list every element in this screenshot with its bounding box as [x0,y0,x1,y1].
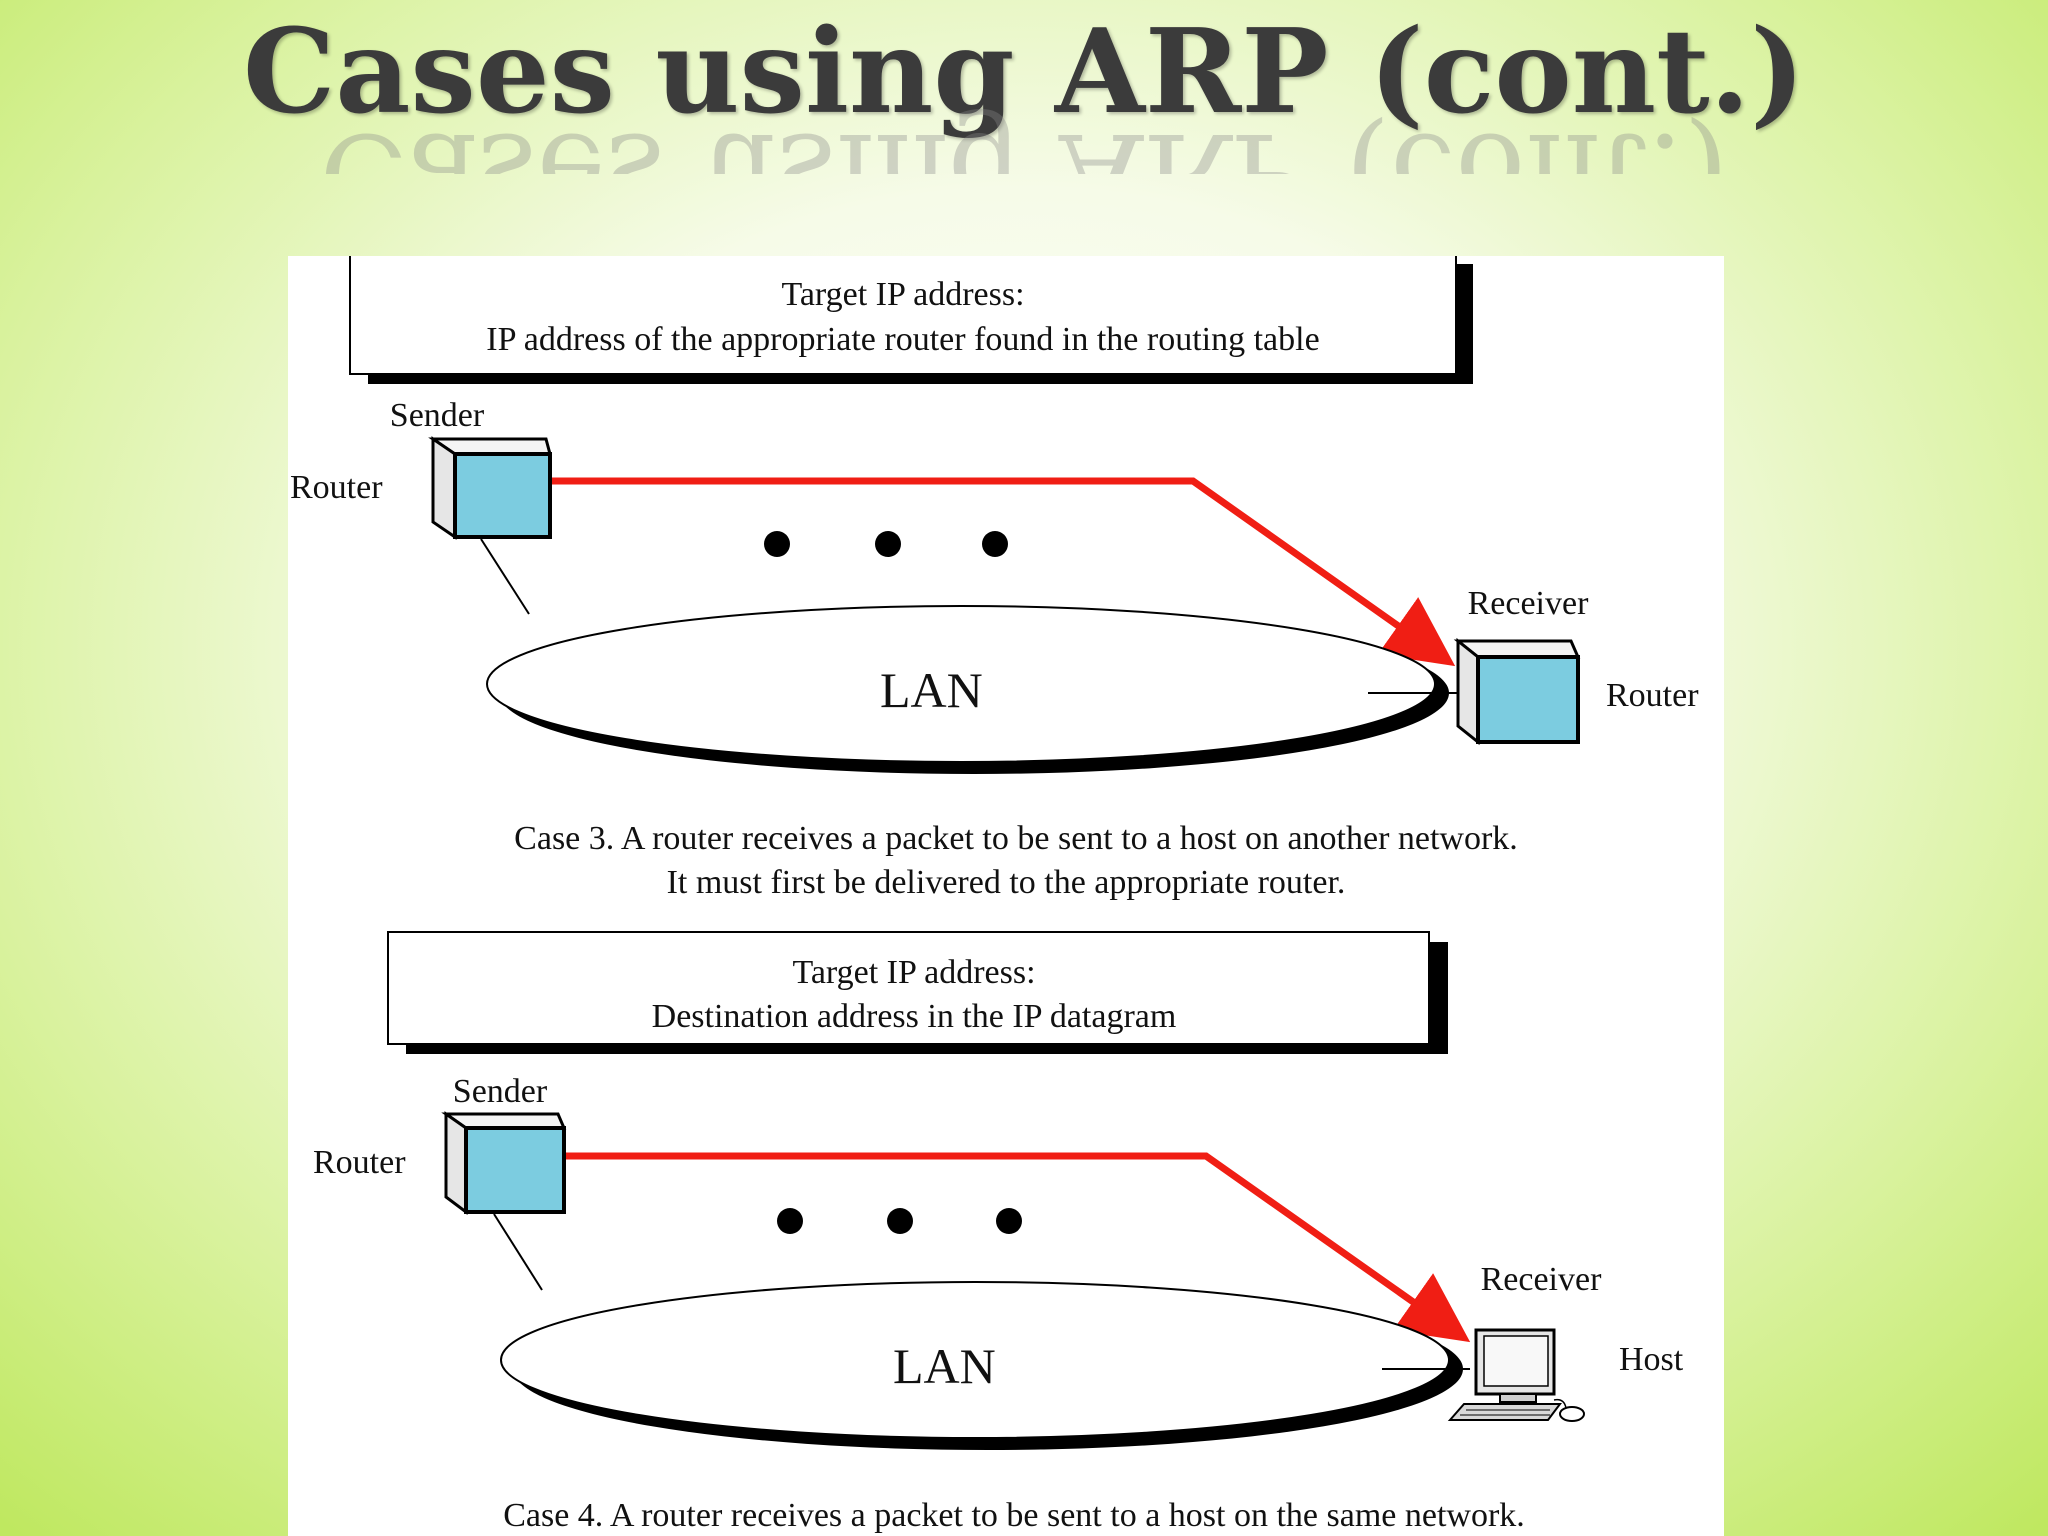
case4-diagram: Target IP address: Destination address i… [313,931,1684,1534]
diagram-panel: Target IP address: IP address of the app… [288,256,1724,1536]
case4-target-value: Destination address in the IP datagram [652,998,1177,1035]
case3-lan: LAN [486,605,1449,774]
case4-target-label: Target IP address: [792,954,1035,991]
case3-ellipsis-dots-icon [764,531,1008,557]
case3-sender-router-icon [428,436,552,540]
case3-lan-label: LAN [880,662,983,718]
case3-sender-device-label: Router [290,469,383,506]
case4-sender-device-label: Router [313,1144,406,1181]
computer-host-icon [1447,1328,1585,1422]
case4-receiver-device-label: Host [1619,1341,1684,1378]
case3-receiver-router-icon [1453,637,1581,746]
case3-sender-link [480,538,530,615]
case3-delivery-path [552,477,1456,667]
case3-target-label: Target IP address: [781,276,1024,313]
case4-caption-line1: Case 4. A router receives a packet to be… [503,1497,1525,1534]
case4-lan: LAN [500,1281,1463,1450]
case4-sender-label: Sender [453,1073,548,1110]
case4-receiver-label: Receiver [1481,1261,1602,1298]
case3-caption-line1: Case 3. A router receives a packet to be… [514,820,1518,857]
case4-sender-link [493,1213,543,1291]
case3-caption-line2: It must first be delivered to the approp… [667,864,1346,901]
case4-lan-label: LAN [893,1338,996,1394]
arp-diagram: Target IP address: IP address of the app… [290,256,1699,1534]
case3-sender-label: Sender [390,397,485,434]
case4-target-box: Target IP address: Destination address i… [387,931,1448,1054]
case3-receiver-device-label: Router [1606,677,1699,714]
slide-title: Cases using ARP (cont.) [243,4,1805,140]
case3-target-box: Target IP address: IP address of the app… [349,256,1473,384]
case4-ellipsis-dots-icon [777,1208,1022,1234]
case3-diagram: Target IP address: IP address of the app… [290,256,1699,901]
case4-delivery-path [566,1152,1471,1343]
case3-receiver-label: Receiver [1468,585,1589,622]
case4-sender-router-icon [441,1111,567,1215]
case3-target-value: IP address of the appropriate router fou… [486,321,1319,358]
